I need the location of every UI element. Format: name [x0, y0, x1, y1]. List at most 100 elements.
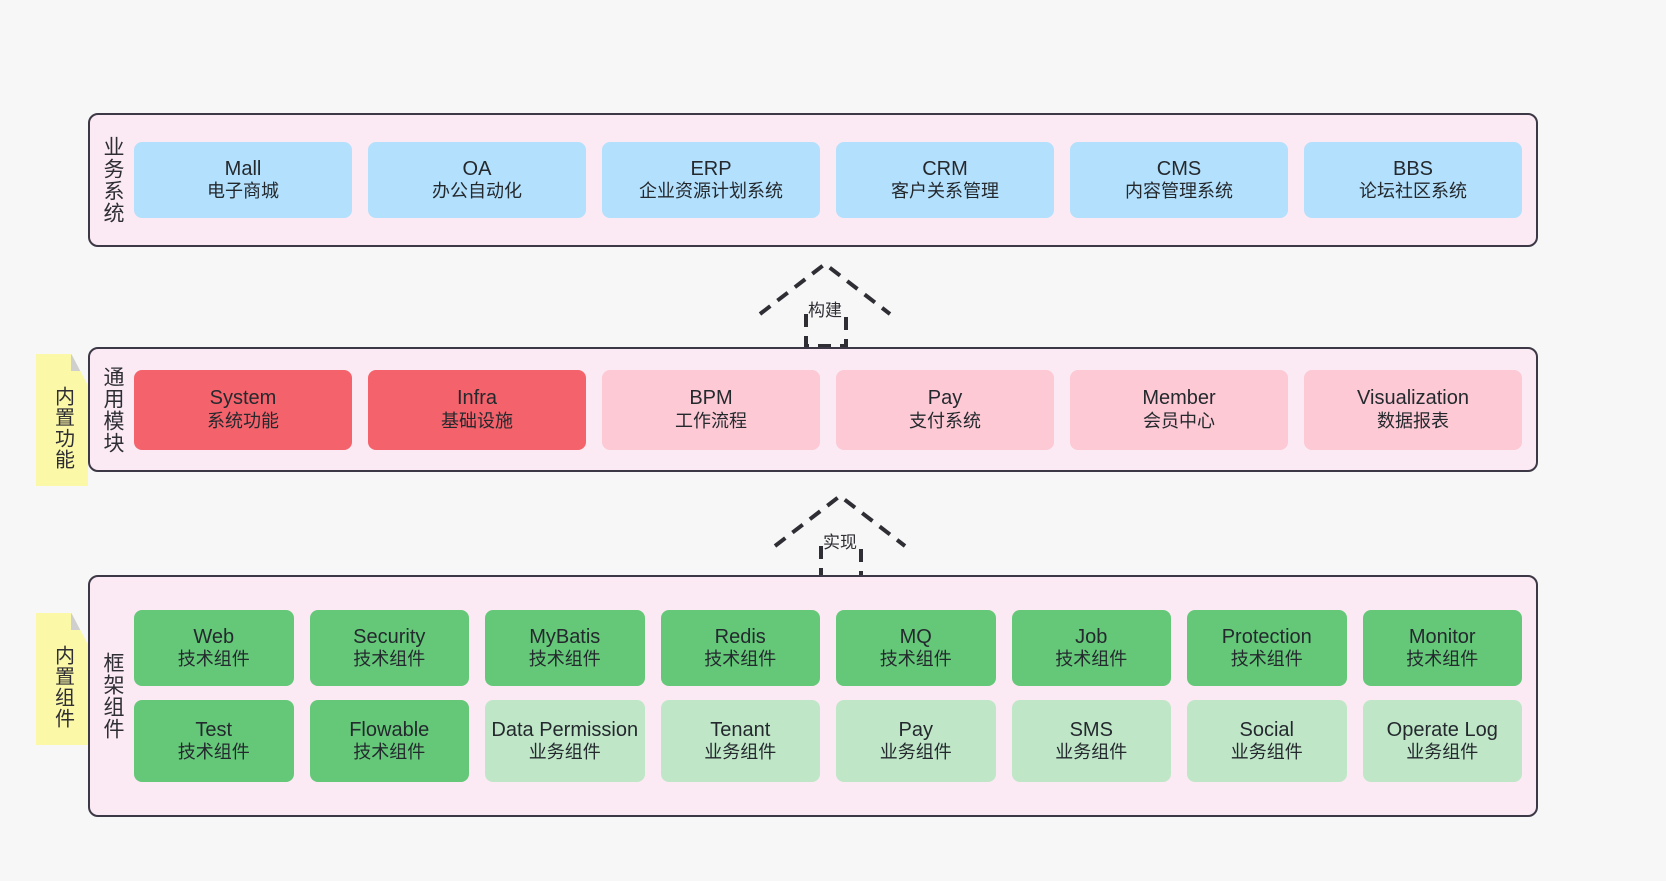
- card-subtitle: 业务组件: [1406, 742, 1479, 763]
- card-title: Test: [195, 718, 233, 741]
- card-subtitle: 技术组件: [1406, 649, 1479, 670]
- card-subtitle: 技术组件: [353, 742, 426, 763]
- card-title: Visualization: [1357, 387, 1469, 410]
- card-subtitle: 技术组件: [353, 649, 426, 670]
- card-title: Pay: [898, 718, 933, 741]
- card-title: Member: [1142, 387, 1216, 410]
- card-subtitle: 业务组件: [1055, 742, 1128, 763]
- card-title: Mall: [224, 157, 262, 180]
- card-subtitle: 会员中心: [1143, 410, 1215, 431]
- card-subtitle: 技术组件: [704, 649, 777, 670]
- card-title: Social: [1239, 718, 1294, 741]
- connector-implement-label: 实现: [823, 533, 857, 552]
- note-builtin-components: 内置组件: [36, 613, 88, 745]
- card-title: Redis: [714, 625, 766, 648]
- card-title: Protection: [1221, 625, 1312, 648]
- layer-business-label: 业务系统: [100, 136, 124, 224]
- card-title: OA: [462, 157, 492, 180]
- card-title: MyBatis: [529, 625, 601, 648]
- card-subtitle: 基础设施: [441, 410, 513, 431]
- layer-framework-label: 框架组件: [100, 652, 124, 740]
- card-title: ERP: [690, 157, 732, 180]
- card-subtitle: 技术组件: [1055, 649, 1128, 670]
- note-fold-icon: [71, 613, 88, 630]
- card-title: Web: [193, 625, 235, 648]
- card-title: Data Permission: [491, 718, 639, 741]
- card-subtitle: 论坛社区系统: [1359, 181, 1467, 202]
- card-title: MQ: [899, 625, 932, 648]
- card-subtitle: 技术组件: [879, 649, 952, 670]
- card-subtitle: 工作流程: [675, 410, 747, 431]
- card-title: Tenant: [710, 718, 771, 741]
- card-subtitle: 业务组件: [704, 742, 777, 763]
- card-subtitle: 技术组件: [177, 742, 250, 763]
- note-fold-icon: [71, 354, 88, 371]
- connector-build: 构建: [750, 258, 900, 350]
- card-title: BPM: [689, 387, 733, 410]
- card-subtitle: 业务组件: [528, 742, 601, 763]
- card-title: Security: [353, 625, 426, 648]
- card-title: Monitor: [1408, 625, 1476, 648]
- card-title: Infra: [456, 387, 498, 410]
- card-title: SMS: [1069, 718, 1113, 741]
- card-subtitle: 办公自动化: [432, 181, 522, 202]
- card-subtitle: 客户关系管理: [891, 181, 999, 202]
- card-subtitle: 系统功能: [207, 410, 279, 431]
- card-subtitle: 支付系统: [909, 410, 981, 431]
- card-title: System: [209, 387, 277, 410]
- card-subtitle: 数据报表: [1377, 410, 1449, 431]
- card-subtitle: 内容管理系统: [1125, 181, 1233, 202]
- card-subtitle: 业务组件: [1230, 742, 1303, 763]
- layer-common-label: 通用模块: [100, 365, 124, 454]
- card-title: BBS: [1392, 157, 1434, 180]
- note-builtin-features: 内置功能: [36, 354, 88, 486]
- note-builtin-components-label: 内置组件: [51, 645, 74, 729]
- card-subtitle: 技术组件: [1230, 649, 1303, 670]
- card-title: Job: [1075, 625, 1108, 648]
- connector-implement: 实现: [765, 490, 915, 582]
- card-subtitle: 企业资源计划系统: [639, 181, 783, 202]
- card-subtitle: 业务组件: [879, 742, 952, 763]
- connector-build-label: 构建: [808, 301, 842, 320]
- card-title: Pay: [927, 387, 963, 410]
- card-subtitle: 技术组件: [177, 649, 250, 670]
- card-title: CMS: [1156, 157, 1202, 180]
- card-subtitle: 电子商城: [207, 181, 279, 202]
- note-builtin-features-label: 内置功能: [51, 386, 74, 470]
